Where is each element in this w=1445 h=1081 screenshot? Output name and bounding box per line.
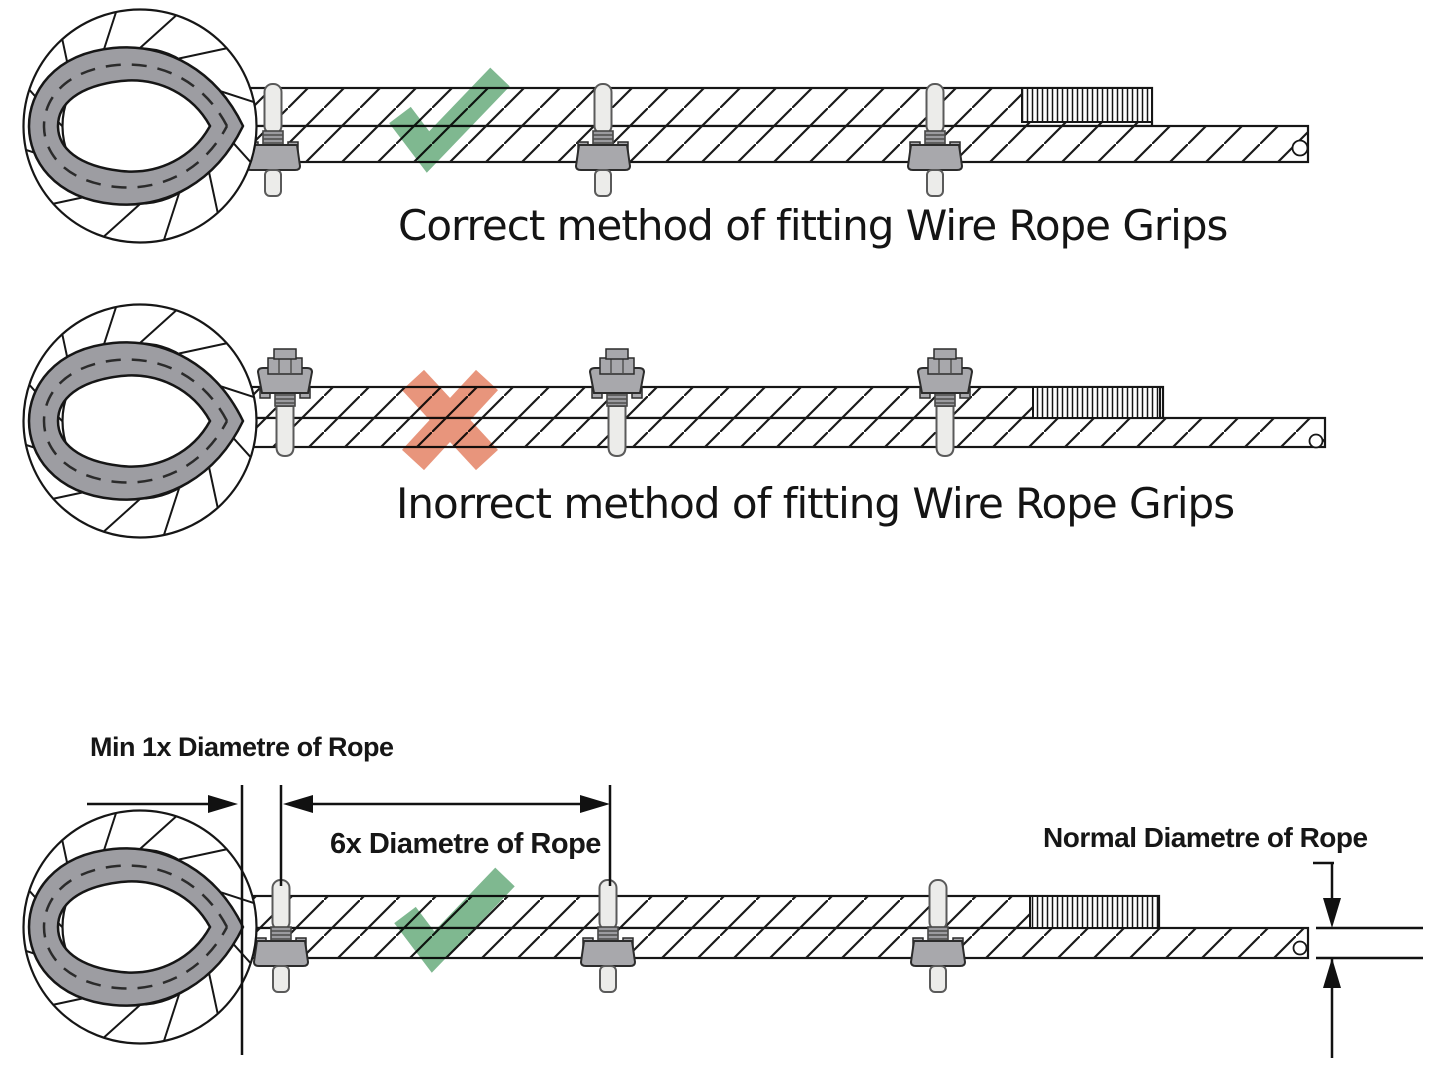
- label-normal-diametre: Normal Diametre of Rope: [1043, 822, 1368, 853]
- thimble-eye: [24, 811, 257, 1044]
- caption-incorrect-method: Inorrect method of fitting Wire Rope Gri…: [396, 479, 1235, 528]
- serving-band: [1021, 87, 1153, 123]
- dimension-lines: [87, 785, 1423, 1058]
- serving-band: [1029, 895, 1160, 929]
- label-6x-diametre: 6x Diametre of Rope: [330, 828, 601, 860]
- check-icon: [389, 67, 510, 173]
- check-icon: [394, 867, 515, 973]
- thimble-eye: [24, 305, 257, 538]
- label-min-1x-diametre: Min 1x Diametre of Rope: [90, 732, 394, 762]
- diagram-incorrect-rope: [24, 305, 1327, 538]
- rope-end-strand: [1292, 940, 1308, 956]
- diagram-correct-rope: [24, 10, 1310, 243]
- thimble-eye: [24, 10, 257, 243]
- diagram-dimensions-rope: [24, 785, 1423, 1058]
- serving-band: [1032, 386, 1161, 419]
- rope-end-strand: [1308, 433, 1324, 449]
- rope-end-strand: [1291, 139, 1309, 157]
- caption-correct-method: Correct method of fitting Wire Rope Grip…: [398, 201, 1228, 250]
- cross-icon: [401, 369, 499, 471]
